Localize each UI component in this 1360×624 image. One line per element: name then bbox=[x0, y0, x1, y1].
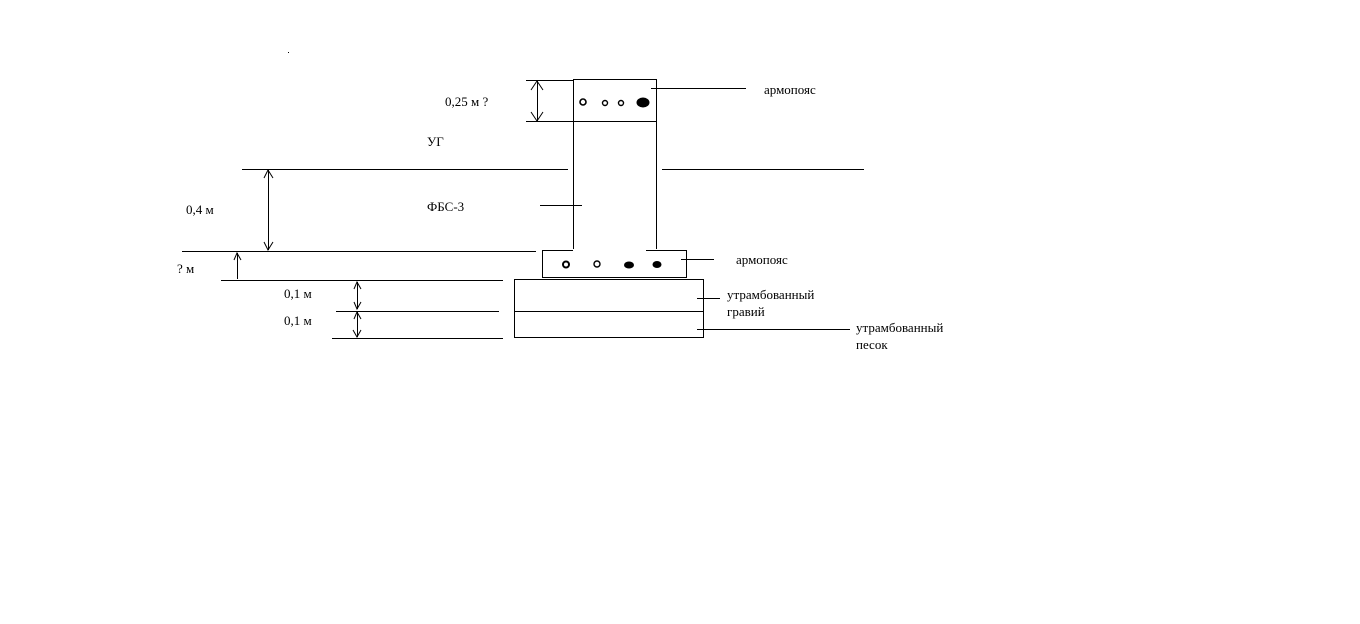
top-armopoyas-rebar bbox=[579, 97, 650, 108]
sand-dimension-label: 0,1 м bbox=[284, 313, 312, 328]
top-armopoyas-dimension bbox=[526, 80, 573, 122]
gravel-dimension bbox=[353, 280, 362, 311]
ug-label: УГ bbox=[427, 134, 444, 149]
top-dimension-label: 0,25 м ? bbox=[445, 94, 488, 109]
top-armopoyas-label: армопояс bbox=[764, 82, 816, 97]
sand-dimension bbox=[352, 310, 362, 339]
bottom-armopoyas-label: армопояс bbox=[736, 252, 788, 267]
stray-dot bbox=[288, 52, 289, 53]
sand-label-line1: утрамбованный bbox=[856, 320, 943, 335]
bottom-armopoyas-block bbox=[542, 250, 687, 278]
gravel-dimension-label: 0,1 м bbox=[284, 286, 312, 301]
bottom-dimension-label: ? м bbox=[177, 261, 194, 276]
bottom-armopoyas-dimension bbox=[233, 251, 242, 279]
wall-column bbox=[573, 79, 657, 249]
gravel-sand-layers bbox=[514, 279, 704, 338]
sand-label-line2: песок bbox=[856, 337, 888, 352]
gravel-label-line2: гравий bbox=[727, 304, 765, 319]
gravel-label-line1: утрамбованный bbox=[727, 287, 814, 302]
fbs-dimension-label: 0,4 м bbox=[186, 202, 214, 217]
fbs-label: ФБС-3 bbox=[427, 199, 464, 214]
bottom-armopoyas-rebar bbox=[562, 260, 662, 269]
fbs-dimension bbox=[263, 168, 274, 252]
